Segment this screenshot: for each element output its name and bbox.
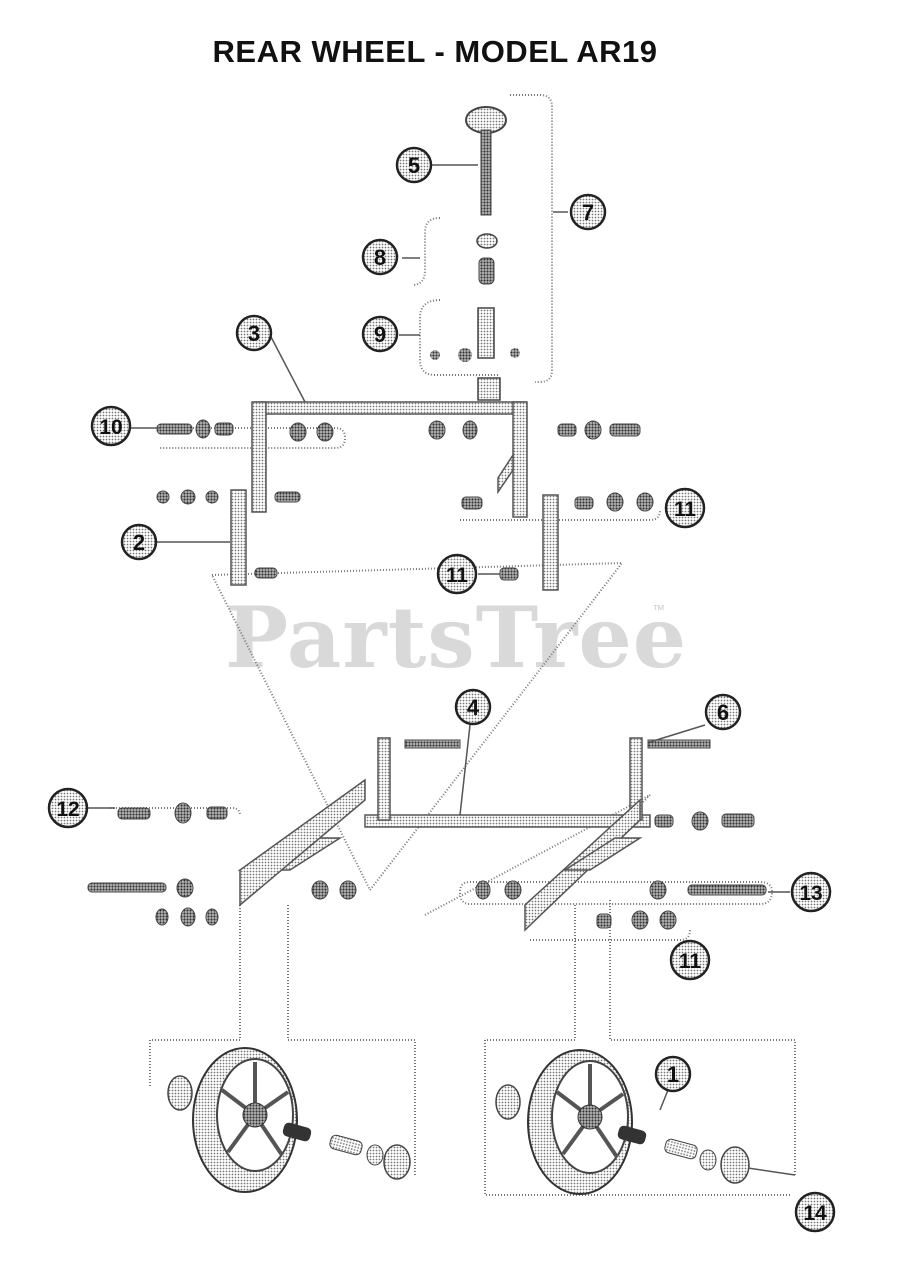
callout-12-label: 12 (56, 798, 79, 821)
callout-4-label: 4 (467, 695, 480, 720)
upper-hardware (156, 419, 654, 581)
side-plate-brackets (230, 489, 559, 591)
callout-11b: 11 (436, 553, 478, 595)
trademark-symbol: ™ (652, 602, 665, 617)
callout-6: 6 (704, 693, 742, 731)
height-adjuster-knob (430, 106, 520, 401)
callout-leaders (88, 164, 796, 1176)
callout-7: 7 (569, 193, 607, 231)
callout-11c: 11 (669, 939, 711, 981)
callout-1: 1 (654, 1055, 692, 1093)
callout-14-label: 14 (803, 1202, 827, 1225)
callout-5-label: 5 (408, 153, 420, 178)
right-wheel (495, 1049, 750, 1195)
callout-13: 13 (790, 871, 832, 913)
lower-axle-frame (237, 737, 711, 932)
left-wheel (167, 1047, 411, 1193)
assembly-guide-lines (110, 94, 796, 1196)
callout-10-label: 10 (99, 416, 122, 439)
callout-4: 4 (454, 688, 492, 726)
callout-1-label: 1 (667, 1062, 679, 1087)
callout-11a-label: 11 (674, 498, 697, 521)
lower-hardware (87, 802, 767, 930)
callout-11c-label: 11 (679, 950, 702, 973)
upper-frame-bracket (251, 401, 528, 518)
callout-11a: 11 (664, 487, 706, 529)
callout-11b-label: 11 (446, 564, 469, 587)
callout-2: 2 (120, 523, 158, 561)
callout-8-label: 8 (374, 245, 386, 270)
callout-3-label: 3 (248, 321, 260, 346)
callout-9: 9 (361, 315, 399, 353)
callout-12: 12 (47, 787, 89, 829)
callout-8: 8 (361, 238, 399, 276)
callout-6-label: 6 (717, 700, 729, 725)
callout-13-label: 13 (799, 882, 822, 905)
callout-5: 5 (395, 146, 433, 184)
diagram-title: REAR WHEEL - MODEL AR19 (212, 34, 658, 69)
callout-7-label: 7 (582, 200, 594, 225)
callout-10: 10 (90, 405, 132, 447)
callout-3: 3 (235, 314, 273, 352)
callout-9-label: 9 (374, 322, 386, 347)
callout-2-label: 2 (133, 530, 145, 555)
watermark: PartsTree (225, 588, 688, 687)
callout-14: 14 (794, 1191, 836, 1233)
callout-balloons: 1 2 3 4 5 6 7 (47, 146, 836, 1233)
